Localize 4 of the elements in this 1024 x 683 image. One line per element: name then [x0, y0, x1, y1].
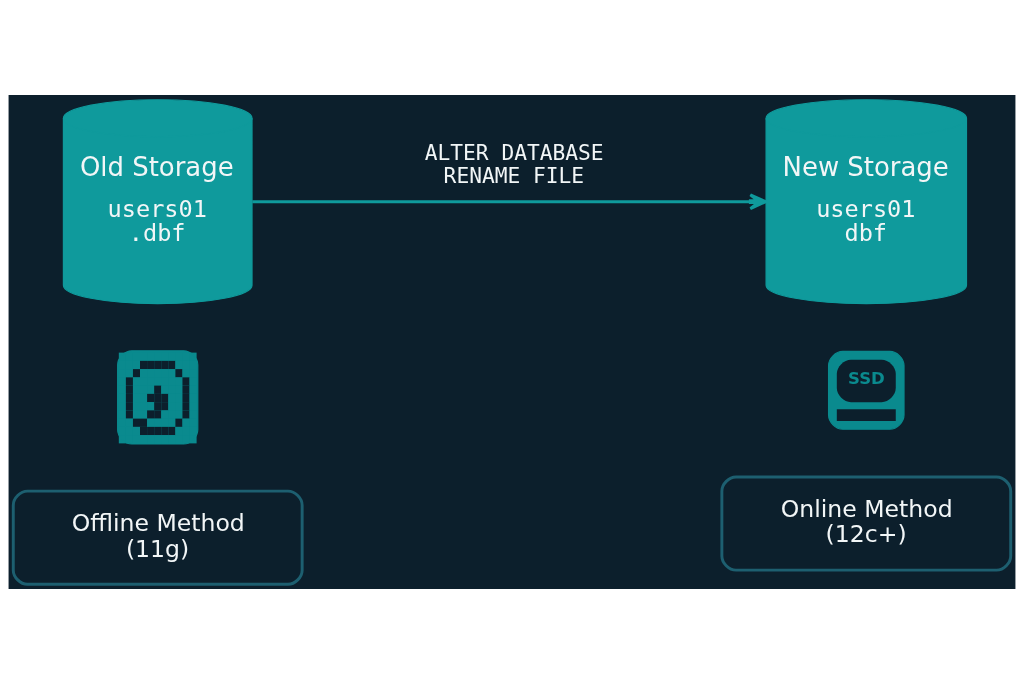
edge-label: ALTER DATABASE RENAME FILE — [424, 139, 604, 188]
arrow — [252, 192, 768, 210]
node-box: Online Method (12c+) — [720, 475, 1013, 572]
node-box: Offline Method (11g) — [11, 489, 304, 586]
